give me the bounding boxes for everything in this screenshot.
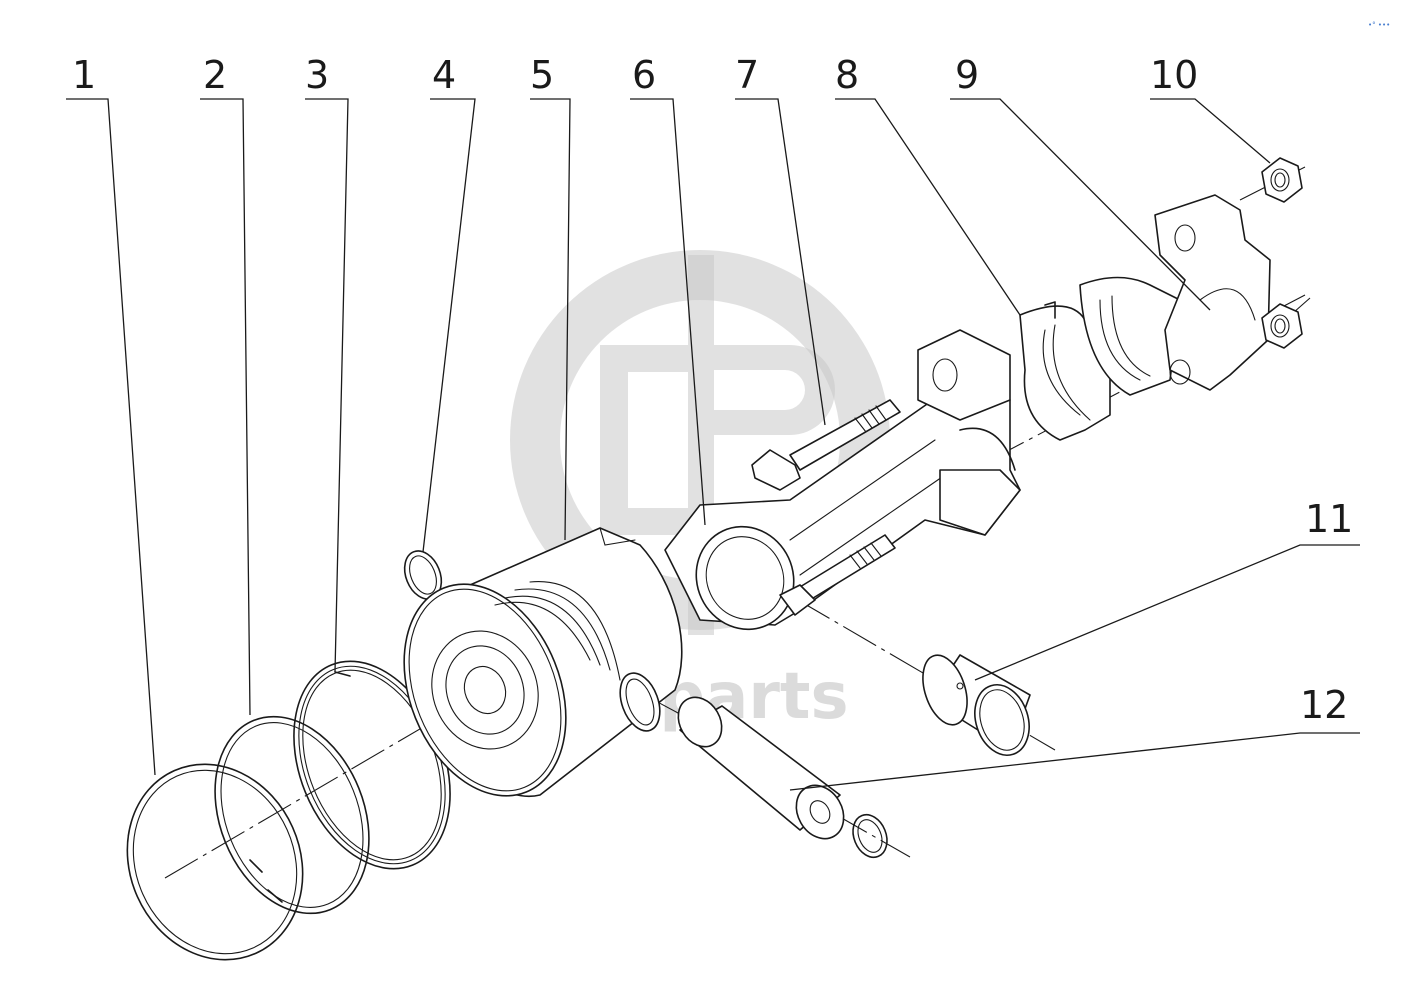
part-11-small-end-bushing [922, 654, 1031, 756]
part-10-nut-lower [1261, 303, 1303, 349]
part-5-piston [403, 527, 683, 798]
part-7-connecting-rod-bolt-lower [779, 534, 896, 616]
callout-2: 2 [203, 53, 227, 97]
callout-10: 10 [1150, 53, 1198, 97]
part-8-bearing-shell-upper [1019, 301, 1111, 441]
part-10-nut-upper [1261, 157, 1303, 203]
callout-9: 9 [955, 53, 979, 97]
part-2-compression-ring [214, 715, 370, 915]
corner-mark: •° ••• [1368, 21, 1390, 29]
leader-lines [66, 98, 1360, 791]
callout-6: 6 [632, 53, 656, 97]
callout-11: 11 [1305, 497, 1353, 541]
callout-8: 8 [835, 53, 859, 97]
part-7-connecting-rod-bolt-upper [751, 399, 901, 491]
callout-5: 5 [530, 53, 554, 97]
callout-1: 1 [72, 53, 96, 97]
callout-3: 3 [305, 53, 329, 97]
part-1-compression-ring [126, 763, 304, 961]
part-6-connecting-rod [664, 329, 1021, 631]
part-3-oil-control-ring [293, 660, 451, 870]
callout-4: 4 [432, 53, 456, 97]
callout-labels: 1 2 3 4 5 6 7 8 9 10 11 12 [72, 53, 1353, 727]
part-9-bearing-shell-lower [1079, 276, 1181, 396]
part-4-circlip-second [852, 813, 888, 859]
callout-12: 12 [1300, 683, 1348, 727]
part-9-bearing-cap [1154, 194, 1271, 391]
callout-7: 7 [735, 53, 759, 97]
part-12-piston-pin [677, 696, 845, 840]
